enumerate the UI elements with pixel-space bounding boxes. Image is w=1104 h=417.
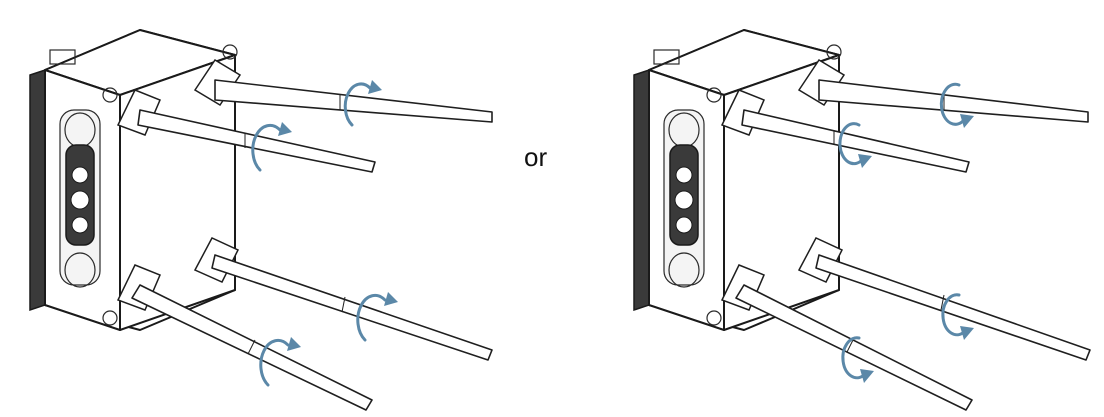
device-illustration-right: [604, 0, 1104, 417]
separator-or-text: or: [524, 142, 548, 172]
enclosure-icon: [29, 29, 238, 331]
rotation-arrow-icon: [838, 82, 974, 383]
device-illustration-left: [0, 0, 500, 417]
antenna-icon: [720, 58, 1091, 411]
enclosure-with-antennas-left: [29, 29, 493, 411]
enclosure-with-antennas-right: [633, 29, 1091, 411]
antenna-icon: [116, 58, 493, 411]
rotation-arrow-icon: [251, 80, 398, 387]
